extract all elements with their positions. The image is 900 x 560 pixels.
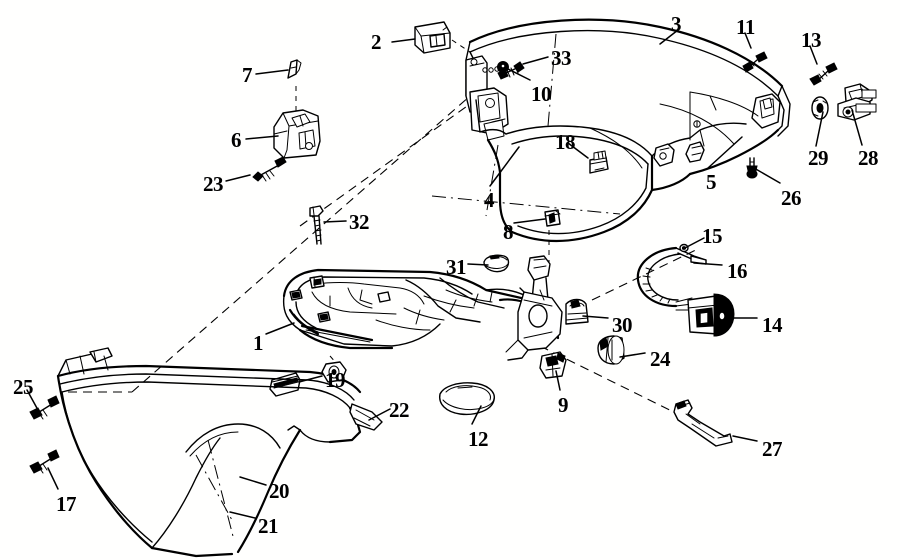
leader-line-7 (255, 69, 289, 75)
callout-number-3: 3 (671, 12, 682, 36)
callout-number-19: 19 (325, 368, 346, 392)
callout-number-26: 26 (781, 186, 802, 210)
leader-line-33 (522, 56, 549, 65)
part-17-screw (29, 449, 60, 474)
part-8-clip (544, 209, 561, 227)
leader-line-30 (582, 315, 609, 319)
callout-number-28: 28 (858, 146, 879, 170)
part-27-latch-lever (673, 399, 733, 447)
leader-line-32 (323, 220, 347, 223)
callout-number-5: 5 (706, 170, 717, 194)
part-20-lower-cowl (56, 347, 383, 558)
part-2-clip (414, 21, 451, 54)
callout-number-25: 25 (13, 375, 34, 399)
callout-number-11: 11 (736, 15, 755, 39)
callout-number-24: 24 (650, 347, 671, 371)
part-7-clip (287, 59, 302, 79)
leader-line-9 (555, 370, 561, 391)
leader-line-26 (753, 167, 781, 184)
leader-line-31 (467, 263, 489, 266)
callout-number-16: 16 (727, 259, 748, 283)
callout-number-29: 29 (808, 146, 829, 170)
part-30-bumper (565, 298, 589, 325)
callout-number-1: 1 (253, 331, 264, 355)
callout-number-27: 27 (762, 437, 783, 461)
leader-line-13 (809, 45, 818, 65)
leader-line-20 (239, 476, 267, 486)
leader-line-5 (707, 136, 743, 169)
callout-number-8: 8 (503, 220, 514, 244)
callout-number-32: 32 (349, 210, 370, 234)
part-31-plug (483, 254, 510, 273)
callout-number-20: 20 (269, 479, 290, 503)
callout-leader-lines (26, 29, 863, 519)
callout-number-9: 9 (558, 393, 569, 417)
leader-line-15 (682, 237, 705, 250)
callout-number-14: 14 (762, 313, 783, 337)
part-2-alignment (451, 39, 471, 53)
part-29-washer (811, 96, 829, 120)
part-18-latch (589, 150, 609, 174)
part-3-upper-cowl (465, 18, 791, 243)
part-19-pad (269, 372, 301, 397)
callout-number-2: 2 (371, 30, 382, 54)
callout-number-31: 31 (446, 255, 467, 279)
callout-number-10: 10 (531, 82, 552, 106)
callout-number-30: 30 (612, 313, 633, 337)
part-1-lower-pan (282, 255, 563, 361)
callout-number-12: 12 (468, 427, 489, 451)
leader-line-8 (513, 218, 546, 224)
leader-line-19 (298, 375, 323, 383)
callout-number-15: 15 (702, 224, 723, 248)
callout-number-6: 6 (231, 128, 242, 152)
leader-line-4 (489, 146, 520, 187)
part-23-screw (252, 156, 287, 182)
part-25-screw (29, 395, 60, 420)
leader-line-11 (744, 32, 752, 49)
part-10-grommet (497, 61, 509, 73)
callout-number-4: 4 (484, 188, 495, 212)
leader-line-2 (391, 38, 416, 43)
leader-line-24 (619, 352, 646, 358)
callout-number-21: 21 (258, 514, 279, 538)
leader-line-27 (732, 435, 758, 442)
part-9-clip (539, 351, 567, 379)
leader-line-28 (851, 109, 863, 146)
leader-line-17 (47, 467, 59, 490)
part-32-bolt (309, 205, 324, 245)
leader-line-6 (245, 135, 279, 140)
leader-line-18 (567, 142, 589, 159)
leader-line-1 (265, 322, 295, 335)
part-28-hinge (837, 83, 877, 121)
leader-line-29 (815, 111, 824, 147)
leader-line-21 (229, 511, 256, 519)
part-11-screw (742, 51, 768, 73)
part-13-screw (809, 62, 838, 86)
leader-line-25 (26, 389, 39, 411)
callout-number-13: 13 (801, 28, 822, 52)
callout-number-22: 22 (389, 398, 410, 422)
callout-number-17: 17 (56, 492, 77, 516)
part-14-connector-harness (636, 243, 735, 337)
callout-number-18: 18 (555, 130, 576, 154)
callout-number-33: 33 (551, 46, 572, 70)
part-12-cap (439, 382, 495, 416)
leader-line-3 (659, 29, 679, 45)
leader-line-23 (225, 174, 251, 182)
leader-line-10 (505, 67, 531, 81)
callout-number-23: 23 (203, 172, 224, 196)
callout-number-7: 7 (242, 63, 253, 87)
leader-line-22 (368, 408, 391, 421)
part-24-grommet (597, 335, 625, 365)
part-6-bracket (273, 109, 321, 159)
leader-line-16 (693, 262, 723, 266)
leader-line-12 (471, 405, 482, 425)
